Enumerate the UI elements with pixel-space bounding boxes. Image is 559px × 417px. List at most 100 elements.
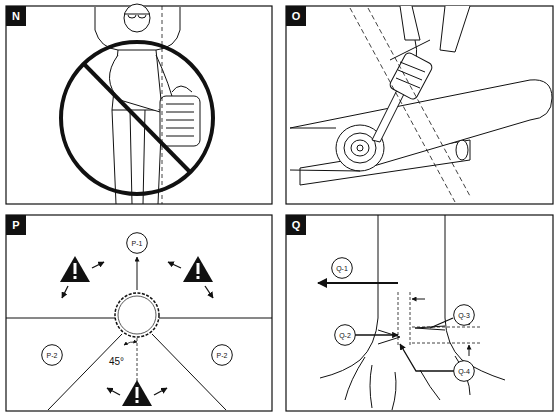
leader-line (355, 318, 454, 371)
leader-line (355, 334, 398, 335)
operator-figure (124, 14, 150, 18)
danger-arrows (168, 262, 181, 268)
danger-arrows (62, 286, 68, 298)
panel-frame (286, 215, 553, 411)
angle-label: 45° (109, 356, 124, 367)
cut-line (350, 8, 470, 202)
panel-tag: O (286, 6, 306, 26)
panel-frame (286, 6, 553, 204)
panel-tag: N (6, 6, 26, 26)
cut-guide (412, 327, 482, 328)
callout-circle: Q-4 (453, 360, 475, 382)
danger-arrows (205, 286, 213, 298)
callout-circle: P-2 (211, 344, 233, 366)
panel-letter: N (12, 10, 20, 22)
callout-number: P-1 (132, 240, 143, 247)
panel-frame (6, 6, 272, 204)
cut-guide (398, 292, 482, 346)
log-illustration (344, 133, 376, 163)
prohibition-sign (84, 64, 190, 172)
danger-arrows (62, 262, 213, 395)
dimension-arrows (412, 299, 425, 300)
dimension-arrows (469, 345, 470, 356)
danger-arrows (154, 388, 167, 395)
tree-trunk (320, 215, 378, 378)
callout-outline (42, 345, 63, 366)
tree-trunk (320, 215, 505, 410)
cut-line (368, 8, 470, 196)
panel-frame (6, 215, 272, 411)
callout-number: Q-2 (339, 332, 351, 339)
warning-triangle (74, 263, 77, 274)
panel-tag: P (6, 215, 26, 235)
callout-circle: P-1 (126, 232, 148, 254)
prohibition-sign (61, 42, 213, 194)
log-illustration (290, 80, 552, 185)
callout-number: Q-1 (336, 265, 348, 272)
operator-figure (172, 86, 192, 92)
tree-stump (115, 293, 159, 337)
warning-triangle (136, 387, 139, 398)
log-illustration (351, 140, 369, 156)
log-illustration (357, 145, 363, 151)
warning-triangle (60, 256, 90, 282)
callout-number: Q-4 (458, 368, 470, 375)
operator-figure (109, 55, 160, 112)
danger-arrows (92, 262, 104, 268)
log-illustration (290, 128, 360, 171)
danger-arrows (107, 388, 120, 395)
warning-triangle (74, 276, 77, 279)
leader-line (400, 344, 454, 371)
callout-number: Q-3 (458, 312, 470, 319)
callout-outline (335, 325, 356, 346)
panel-letter: P (12, 219, 19, 231)
chainsaw (396, 62, 425, 88)
callout-outline (212, 345, 233, 366)
fall-direction-arrow (318, 282, 398, 284)
panel-tag: Q (286, 215, 306, 235)
operator-figure (95, 4, 200, 204)
retreat-lines (152, 334, 226, 410)
retreat-lines (6, 318, 272, 410)
callout-outline (454, 305, 475, 326)
log-illustration (290, 80, 552, 170)
tree-trunk (345, 356, 470, 410)
warning-triangle (197, 276, 200, 279)
callout-circle: Q-1 (331, 257, 353, 279)
warning-triangle (136, 400, 139, 403)
chainsaw (372, 88, 405, 142)
warning-triangle (197, 263, 200, 274)
warning-triangle (60, 256, 213, 406)
callout-outline (127, 233, 148, 254)
operator-figure (160, 96, 200, 146)
cut-line (350, 8, 455, 202)
retreat-lines (48, 334, 122, 410)
warning-triangle (122, 380, 152, 406)
operator-figure (166, 104, 194, 136)
callout-outline (454, 361, 475, 382)
operator-figure (124, 4, 150, 32)
cut-guide (398, 292, 399, 346)
prohibition-sign (61, 42, 213, 194)
fall-arrow (137, 257, 138, 290)
warning-triangle (183, 256, 213, 282)
callout-circle: P-2 (41, 344, 63, 366)
callout-outline (332, 258, 353, 279)
tree-trunk (445, 215, 505, 380)
callout-circle: Q-2 (334, 324, 356, 346)
cut-guide (412, 343, 482, 344)
panel-letter: Q (292, 219, 301, 231)
callout-number: P-2 (47, 352, 58, 359)
log-illustration (456, 140, 468, 160)
tree-trunk (378, 330, 400, 344)
callout-circle: Q-3 (453, 304, 475, 326)
panel-letter: O (292, 10, 301, 22)
leader-line (430, 318, 453, 328)
bar-plane-line (162, 6, 163, 204)
tree-stump (118, 296, 156, 334)
operator-legs (400, 6, 470, 52)
callout-number: P-2 (217, 352, 228, 359)
angle-arc (124, 342, 137, 345)
